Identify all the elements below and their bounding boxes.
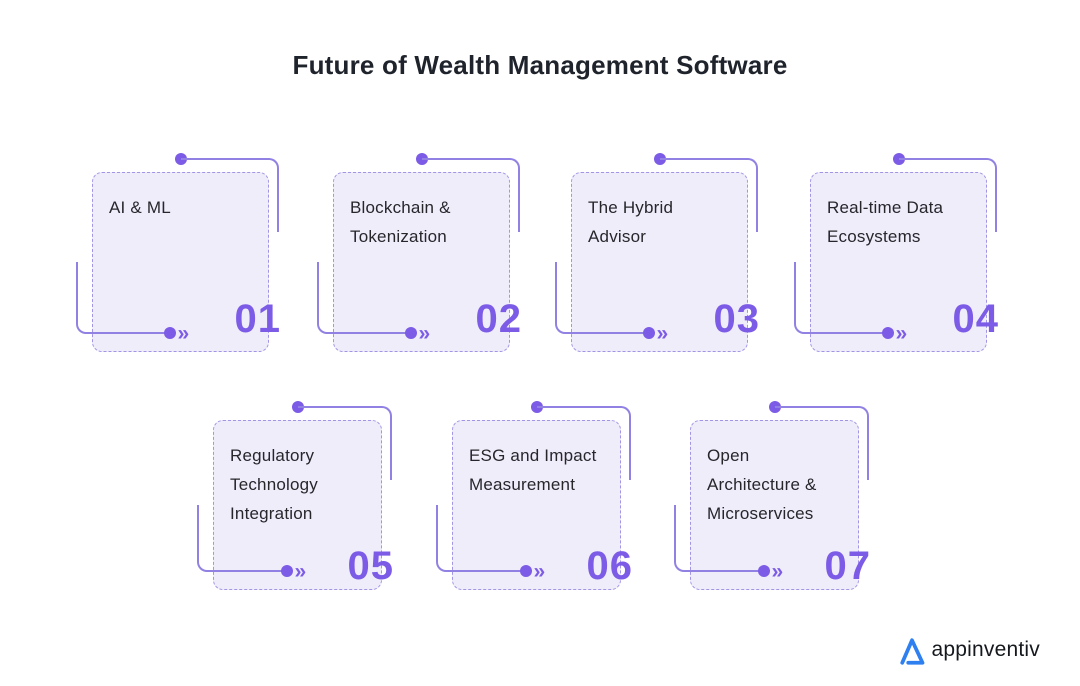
connector-line-bottom [794,262,890,334]
card-title-line: Integration [230,504,313,523]
card-title: Open Architecture & Microservices [707,441,852,528]
dot-icon [174,153,187,165]
card-title-line: ESG and Impact [469,446,597,465]
dot-icon [768,401,781,413]
dot-icon [757,565,770,577]
double-chevron-icon: » [294,560,307,583]
card-title: The Hybrid Advisor [588,193,741,251]
brand-logo: appinventiv [897,634,1040,666]
card-open-architecture: » Open Architecture & Microservices 07 [674,401,870,590]
double-chevron-icon: » [771,560,784,583]
card-title-line: Microservices [707,504,814,523]
card-title: Real-time Data Ecosystems [827,193,980,251]
card-title-line: Blockchain & [350,198,451,217]
page-title: Future of Wealth Management Software [292,50,788,80]
card-title-line: Measurement [469,475,576,494]
card-title-line: Ecosystems [827,227,921,246]
double-chevron-icon: » [177,322,190,345]
dot-icon [642,327,655,339]
card-number: 03 [713,297,760,341]
card-regulatory-technology: » Regulatory Technology Integration 05 [197,401,393,590]
double-chevron-icon: » [418,322,431,345]
card-ai-ml: » AI & ML 01 [76,153,280,352]
dot-icon [653,153,666,165]
dot-icon [291,401,304,413]
card-title: Regulatory Technology Integration [230,441,375,528]
connector-line-bottom [436,505,528,572]
card-number: 05 [347,544,394,588]
card-title: Blockchain & Tokenization [350,193,503,251]
card-title-line: Real-time Data [827,198,944,217]
card-number: 07 [824,544,871,588]
double-chevron-icon: » [656,322,669,345]
dot-icon [415,153,428,165]
card-hybrid-advisor: » The Hybrid Advisor 03 [555,153,759,352]
card-title-line: Tokenization [350,227,447,246]
card-title: AI & ML [109,193,262,222]
card-number: 01 [234,297,281,341]
card-title-line: Open [707,446,750,465]
card-title-line: Technology [230,475,319,494]
card-blockchain-tokenization: » Blockchain & Tokenization 02 [317,153,521,352]
brand-logo-text: appinventiv [931,638,1040,661]
dot-icon [519,565,532,577]
connector-line-bottom [317,262,413,334]
card-number: 04 [952,297,999,341]
connector-line-bottom [76,262,172,334]
dot-icon [892,153,905,165]
double-chevron-icon: » [895,322,908,345]
card-title-line: Regulatory [230,446,315,465]
card-realtime-data-ecosystems: » Real-time Data Ecosystems 04 [794,153,998,352]
dot-icon [163,327,176,339]
dot-icon [280,565,293,577]
appinventiv-triangle-icon [897,634,927,666]
card-esg-impact: » ESG and Impact Measurement 06 [436,401,632,590]
card-title-line: The Hybrid [588,198,674,217]
connector-line-bottom [555,262,651,334]
card-title-line: AI & ML [109,198,171,217]
card-number: 02 [475,297,522,341]
double-chevron-icon: » [533,560,546,583]
card-title: ESG and Impact Measurement [469,441,614,499]
card-number: 06 [586,544,633,588]
dot-icon [530,401,543,413]
card-title-line: Advisor [588,227,647,246]
card-title-line: Architecture & [707,475,817,494]
dot-icon [404,327,417,339]
dot-icon [881,327,894,339]
